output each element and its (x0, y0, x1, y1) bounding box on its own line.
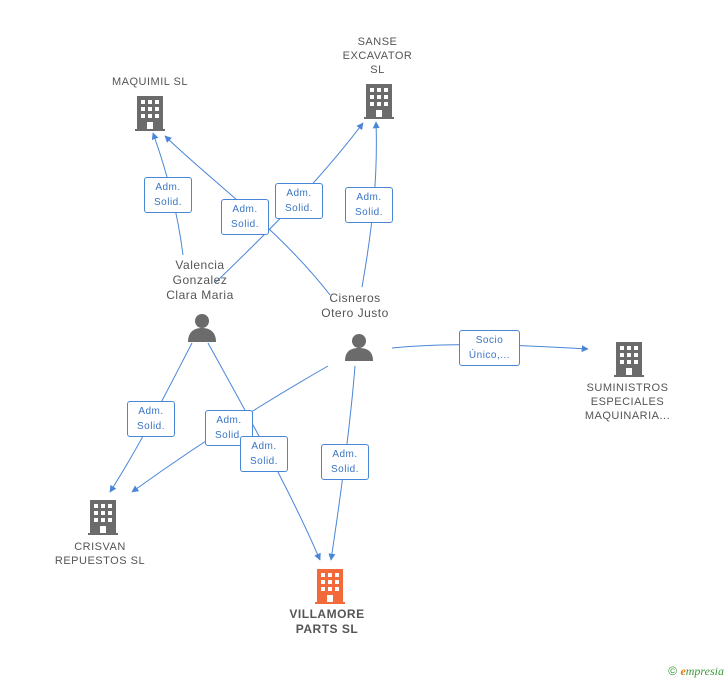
person-label-valencia[interactable]: Valencia Gonzalez Clara Maria (166, 258, 234, 302)
edge-label-cisneros-villamore[interactable]: Adm. Solid. (321, 444, 369, 480)
edge-label-cisneros-maquimil[interactable]: Adm. Solid. (221, 199, 269, 235)
building-icon[interactable] (364, 84, 394, 119)
company-label-suministros[interactable]: SUMINISTROS ESPECIALES MAQUINARIA... (584, 382, 671, 422)
edge-label-valencia-crisvan[interactable]: Adm. Solid. (127, 401, 175, 437)
edge-label-valencia-villamore[interactable]: Adm. Solid. (240, 436, 288, 472)
person-label-cisneros[interactable]: Cisneros Otero Justo (321, 291, 389, 320)
building-icon[interactable] (135, 96, 165, 131)
person-icon[interactable] (188, 314, 216, 342)
person-icon[interactable] (345, 334, 373, 361)
company-label-maquimil[interactable]: MAQUIMIL SL (112, 76, 188, 88)
company-label-sanse[interactable]: SANSE EXCAVATOR SL (342, 36, 413, 76)
footer-credit[interactable]: © empresia (668, 664, 724, 679)
empresia-logo: empresia (680, 664, 724, 678)
copyright-icon: © (668, 664, 678, 678)
edge-label-cisneros-sanse[interactable]: Adm. Solid. (345, 187, 393, 223)
edge-label-cisneros-suministros[interactable]: Socio Único,... (459, 330, 520, 366)
building-icon[interactable] (315, 569, 345, 604)
edge-label-valencia-sanse[interactable]: Adm. Solid. (275, 183, 323, 219)
building-icon[interactable] (88, 500, 118, 535)
building-icon[interactable] (614, 342, 644, 377)
company-label-villamore[interactable]: VILLAMORE PARTS SL (289, 607, 365, 636)
company-label-crisvan[interactable]: CRISVAN REPUESTOS SL (54, 541, 146, 567)
edge-label-valencia-maquimil[interactable]: Adm. Solid. (144, 177, 192, 213)
